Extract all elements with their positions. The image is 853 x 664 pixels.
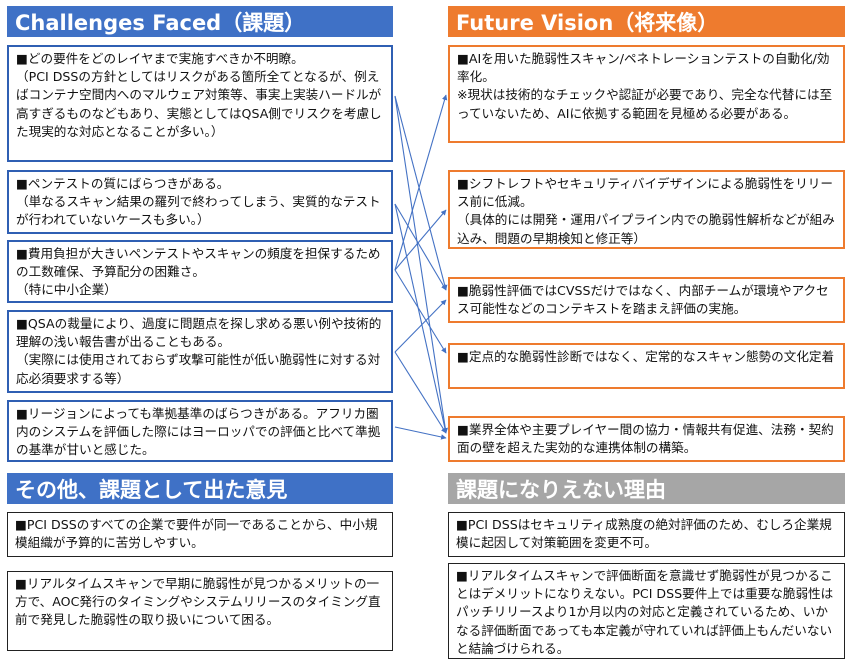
challenge-box-5: ■リージョンによっても準拠基準のばらつきがある。アフリカ圏内のシステムを評価した… [7,400,393,462]
not-issue-box-1: ■PCI DSSはセキュリティ成熟度の絶対評価のため、むしろ企業規模に起因して対… [448,512,845,557]
future-box-3: ■脆弱性評価ではCVSSだけではなく、内部チームが環境やアクセス可能性などのコン… [448,277,845,323]
not-issue-text: ■PCI DSSはセキュリティ成熟度の絶対評価のため、むしろ企業規模に起因して対… [456,517,832,551]
challenges-header: Challenges Faced（課題） [7,6,393,40]
other-box-2: ■リアルタイムスキャンで早期に脆弱性が見つかるメリットの一方で、AOC発行のタイ… [7,571,393,651]
connector-line [394,95,448,291]
not-issue-text: ■リアルタイムスキャンで評価断面を意識せず脆弱性が見つかることはデメリットになり… [456,568,834,656]
challenge-text: ■費用負担が大きいペンテストやスキャンの頻度を担保するための工数確保、予算配分の… [16,246,381,298]
challenge-text: ■QSAの裁量により、過度に問題点を探し求める悪い例や技術的理解の浅い報告書が出… [16,316,382,386]
other-opinions-header: その他、課題として出た意見 [7,473,393,507]
future-box-1: ■AIを用いた脆弱性スキャン/ペネトレーションテストの自動化/効率化。 ※現状は… [448,45,845,143]
challenge-box-4: ■QSAの裁量により、過度に問題点を探し求める悪い例や技術的理解の浅い報告書が出… [7,310,393,393]
connector-line [394,299,447,353]
connector-line [394,203,447,291]
connector-line [394,269,447,354]
other-text: ■リアルタイムスキャンで早期に脆弱性が見つかるメリットの一方で、AOC発行のタイ… [15,576,381,628]
future-box-4: ■定点的な脆弱性診断ではなく、定常的なスキャン態勢の文化定着 [448,343,845,389]
future-text: ■シフトレフトやセキュリティバイデザインによる脆弱性をリリース前に低減。 （具体… [457,176,835,246]
challenge-box-1: ■どの要件をどのレイヤまで実施すべきか不明瞭。 （PCI DSSの方針としてはリ… [7,45,393,162]
future-text: ■定点的な脆弱性診断ではなく、定常的なスキャン態勢の文化定着 [457,349,835,364]
other-box-1: ■PCI DSSのすべての企業で要件が同一であることから、中小規模組織が予算的に… [7,512,393,557]
future-text: ■業界全体や主要プレイヤー間の協力・情報共有促進、法務・契約面の壁を超えた実効的… [457,422,834,456]
other-text: ■PCI DSSのすべての企業で要件が同一であることから、中小規模組織が予算的に… [15,517,378,551]
connector-line [394,351,447,434]
connector-line [394,203,448,434]
challenge-text: ■どの要件をどのレイヤまで実施すべきか不明瞭。 （PCI DSSの方針としてはリ… [16,51,382,139]
future-box-5: ■業界全体や主要プレイヤー間の協力・情報共有促進、法務・契約面の壁を超えた実効的… [448,416,845,462]
future-text: ■脆弱性評価ではCVSSだけではなく、内部チームが環境やアクセス可能性などのコン… [457,283,829,317]
not-issue-box-2: ■リアルタイムスキャンで評価断面を意識せず脆弱性が見つかることはデメリットになり… [448,563,845,659]
future-box-2: ■シフトレフトやセキュリティバイデザインによる脆弱性をリリース前に低減。 （具体… [448,170,845,249]
future-text: ■AIを用いた脆弱性スキャン/ペネトレーションテストの自動化/効率化。 ※現状は… [457,51,833,121]
challenge-box-2: ■ペンテストの質にばらつきがある。 （単なるスキャン結果の羅列で終わってしまう、… [7,170,393,234]
connector-line [394,95,448,434]
challenge-text: ■ペンテストの質にばらつきがある。 （単なるスキャン結果の羅列で終わってしまう、… [16,176,381,228]
connector-line [394,426,447,440]
challenge-text: ■リージョンによっても準拠基準のばらつきがある。アフリカ圏内のシステムを評価した… [16,406,381,458]
not-issue-header: 課題になりえない理由 [448,473,845,507]
challenge-box-3: ■費用負担が大きいペンテストやスキャンの頻度を担保するための工数確保、予算配分の… [7,240,393,303]
future-vision-header: Future Vision（将来像） [448,6,845,40]
connector-line [394,94,448,271]
connector-line [394,209,447,271]
